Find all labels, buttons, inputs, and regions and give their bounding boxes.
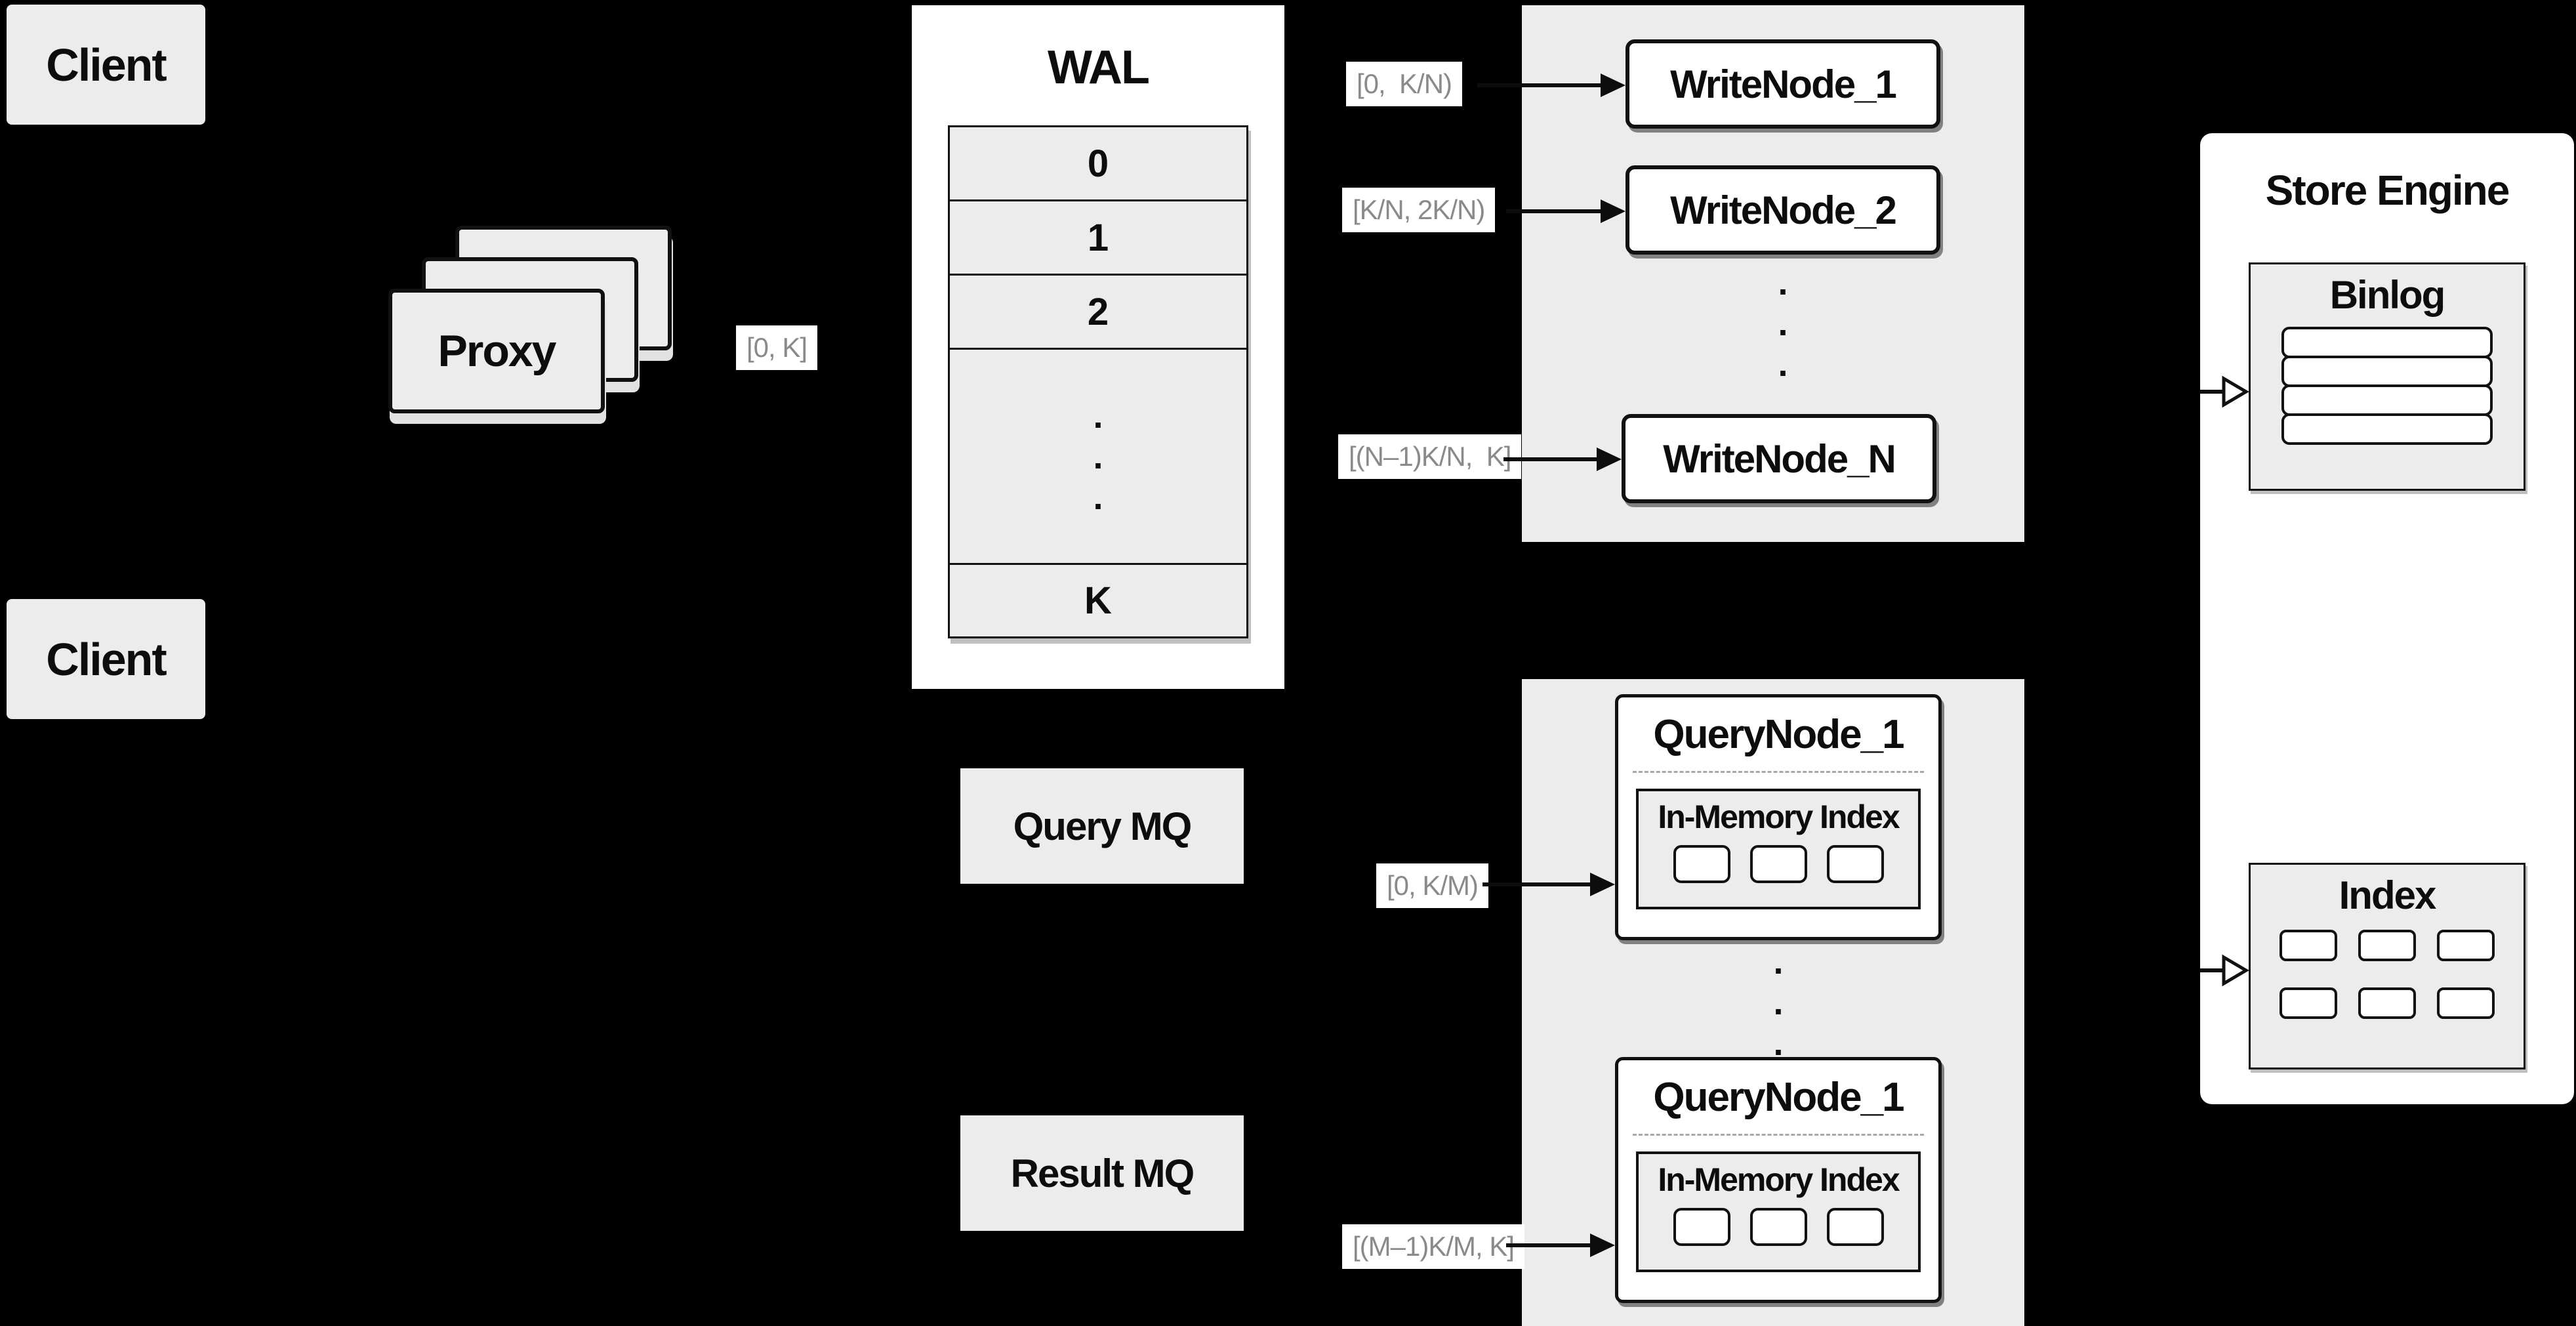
query-node-bottom: QueryNode_1 In-Memory Index [1615,1057,1942,1303]
in-memory-index-top: In-Memory Index [1636,789,1921,909]
in-memory-index-bottom: In-Memory Index [1636,1151,1921,1272]
binlog-rows [2281,327,2493,445]
result-mq-box: Result MQ [960,1115,1244,1231]
range-label-query-m: [(M–1)K/M, K] [1342,1224,1525,1269]
wal-box: WAL 0 1 2 . . . K [912,5,1284,689]
write-node-n: WriteNode_N [1622,414,1936,503]
index-grid [2280,930,2495,1019]
index-cell [2437,987,2495,1019]
segment-cell [1826,1208,1884,1246]
wal-row-2: 2 [948,274,1248,350]
ellipsis-dot: . [1773,983,1784,1022]
write-node-1: WriteNode_1 [1625,39,1940,129]
range-label-write-1: [0, K/N) [1346,62,1463,106]
binlog-row [2281,327,2493,358]
segment-cell [1673,1208,1730,1246]
index-cell [2358,987,2416,1019]
client-bottom-label: Client [46,633,167,685]
index-cell [2437,930,2495,961]
ellipsis-dot: . [1773,1024,1784,1063]
wal-row-ellipsis: . . . [948,348,1248,565]
query-node-top-title: QueryNode_1 [1653,711,1904,757]
write-node-2: WriteNode_2 [1625,165,1940,255]
range-label-write-2: [K/N, 2K/N) [1342,188,1496,232]
store-engine-box: Store Engine Binlog Index [2200,133,2574,1104]
query-node-ellipsis: . . . [1615,942,1942,1063]
query-node-top-divider [1633,771,1924,773]
segment-cell [1749,845,1807,883]
in-memory-cells-top [1639,845,1918,883]
ellipsis-dot: . [1093,477,1103,517]
ellipsis-dot: . [1093,436,1103,476]
ellipsis-dot: . [1778,344,1788,384]
wal-row-1: 1 [948,199,1248,276]
write-node-n-label: WriteNode_N [1663,436,1896,481]
segment-cell [1826,845,1884,883]
in-memory-index-bottom-title: In-Memory Index [1658,1161,1900,1198]
index-cell [2358,930,2416,961]
proxy-card-front: Proxy [388,289,605,413]
query-node-bottom-divider [1633,1134,1924,1136]
range-label-proxy-out: [0, K] [736,325,818,370]
proxy-label: Proxy [438,326,557,376]
wal-row-0: 0 [948,125,1248,201]
query-mq-label: Query MQ [1013,804,1193,848]
ellipsis-dot: . [1778,304,1788,343]
segment-cell [1673,845,1730,883]
binlog-title: Binlog [2329,273,2446,317]
query-node-bottom-title: QueryNode_1 [1653,1074,1904,1120]
write-node-ellipsis: . . . [1625,263,1940,384]
wal-title: WAL [1048,41,1150,94]
ellipsis-dot: . [1778,263,1788,302]
binlog-row [2281,413,2493,445]
in-memory-index-top-title: In-Memory Index [1658,798,1900,835]
wal-row-k: K [948,563,1248,638]
store-engine-title: Store Engine [2265,167,2510,214]
range-label-query-1: [0, K/M) [1376,863,1489,908]
index-title: Index [2339,873,2437,917]
client-box-bottom: Client [7,599,205,719]
binlog-box: Binlog [2249,262,2525,491]
binlog-row [2281,384,2493,416]
query-node-top: QueryNode_1 In-Memory Index [1615,694,1942,940]
index-cell [2280,930,2337,961]
query-mq-box: Query MQ [960,768,1244,884]
index-cell [2280,987,2337,1019]
binlog-row [2281,356,2493,387]
in-memory-cells-bottom [1639,1208,1918,1246]
result-mq-label: Result MQ [1010,1151,1195,1195]
query-node-group: QueryNode_1 In-Memory Index . . . QueryN… [1522,679,2024,1326]
range-label-write-n: [(N–1)K/N, K] [1338,434,1522,479]
segment-cell [1749,1208,1807,1246]
client-box-top: Client [7,5,205,125]
client-top-label: Client [46,39,167,91]
ellipsis-dot: . [1093,396,1103,436]
wal-segment-table: 0 1 2 . . . K [948,125,1248,638]
write-node-1-label: WriteNode_1 [1670,62,1897,106]
write-node-group: WriteNode_1 WriteNode_2 . . . WriteNode_… [1522,5,2024,542]
write-node-2-label: WriteNode_2 [1670,188,1897,232]
ellipsis-dot: . [1773,942,1784,982]
index-box: Index [2249,863,2525,1069]
